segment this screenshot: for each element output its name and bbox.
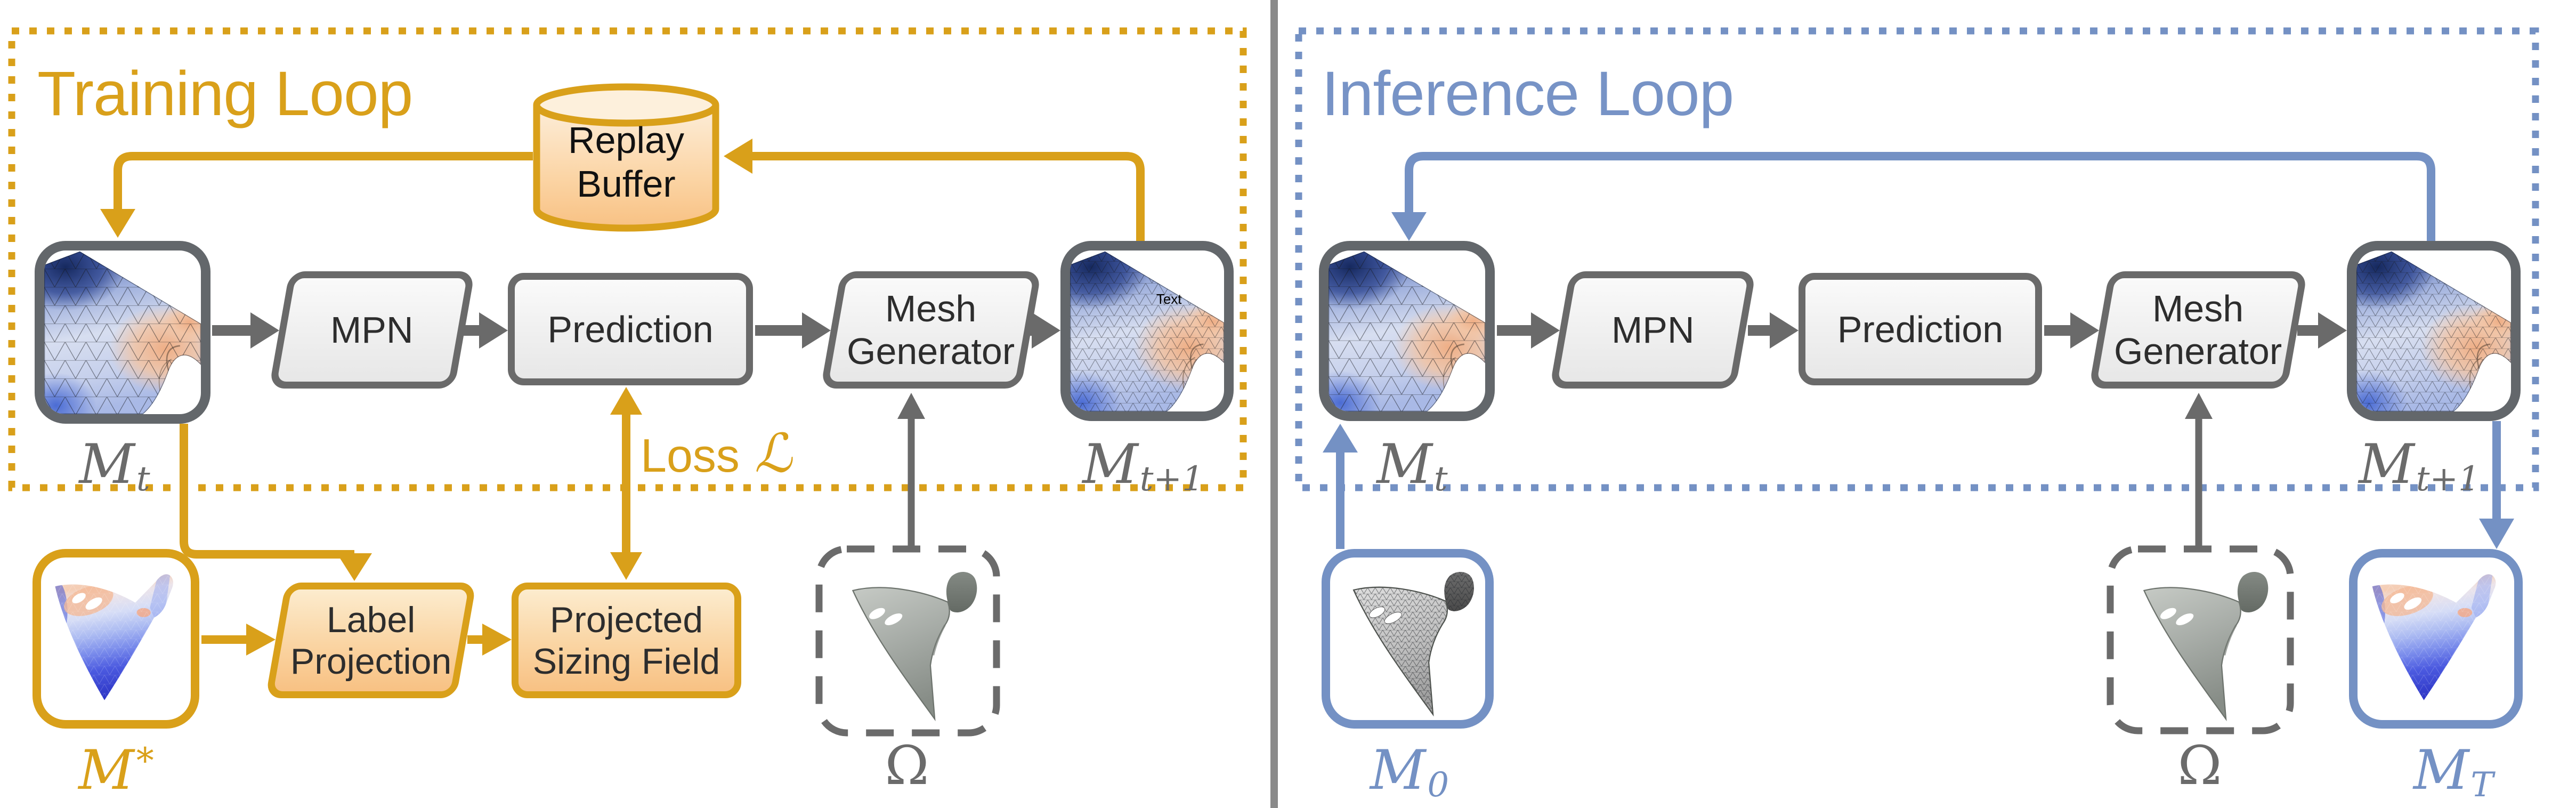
projected-sizing-field-line1: Projected [549, 599, 703, 640]
mesh-current-sub-inference: t [1433, 459, 1448, 499]
label-projection-label: Label Projection [290, 599, 451, 682]
mesh-generator-box-training: Mesh Generator [820, 271, 1042, 389]
mesh-generator-box-inference: Mesh Generator [2088, 271, 2308, 389]
label-domain-inference: Ω [2177, 734, 2222, 797]
replay-buffer-label: Replay Buffer [536, 118, 717, 206]
label-mesh-next-training: Mt+1 [1047, 433, 1239, 499]
inference-loop-title: Inference Loop [1322, 59, 1734, 129]
gray-arrows [212, 312, 2347, 349]
prediction-box-training: Prediction [508, 273, 753, 385]
prediction-box-inference: Prediction [1799, 273, 2042, 385]
expert-mesh-base: M [78, 739, 134, 802]
mesh-next-base-training: M [1082, 433, 1138, 496]
mesh-generator-line2-inference: Generator [2114, 330, 2282, 372]
loss-label: Loss ℒ [641, 422, 802, 484]
arrow-mesh-next-to-replay [752, 152, 1145, 241]
mesh-image-next-training: Text [1060, 241, 1234, 421]
label-mesh-current-inference: Mt [1316, 433, 1508, 499]
final-mesh-sub: T [2470, 765, 2494, 805]
mesh-surface-coarse [1328, 251, 1485, 411]
domain-arrows [908, 419, 2202, 549]
initial-mesh-base: M [1370, 739, 1426, 802]
mesh-generator-label-training: Mesh Generator [847, 287, 1015, 373]
domain-bracket-solid [829, 557, 989, 725]
mesh-surface-fine [2356, 251, 2511, 411]
mesh-generator-label-inference: Mesh Generator [2114, 287, 2282, 373]
inference-loop-dashed-border [1295, 27, 2539, 491]
mesh-current-base-training: M [79, 433, 135, 496]
label-projection-line2: Projection [290, 641, 452, 682]
mesh-generator-line1-inference: Mesh [2152, 288, 2244, 329]
replay-buffer-line1: Replay [568, 119, 684, 161]
mesh-next-sub-training: t+1 [1139, 459, 1204, 499]
initial-mesh-sub: 0 [1427, 765, 1449, 805]
mesh-surface-fine [1070, 251, 1224, 411]
mesh-image-current-inference [1319, 241, 1495, 421]
label-projection-line1: Label [326, 599, 416, 640]
mesh-image-final [2349, 549, 2523, 729]
final-mesh-base: M [2413, 739, 2469, 802]
mesh-generator-line2-training: Generator [847, 330, 1015, 372]
mesh-solution-smooth [41, 557, 191, 720]
prediction-label-inference: Prediction [1837, 308, 2004, 350]
mesh-generator-line1-training: Mesh [885, 288, 977, 329]
mesh-current-base-inference: M [1376, 433, 1432, 496]
mesh-next-sub-inference: t+1 [2416, 459, 2480, 499]
training-loop-title: Training Loop [37, 59, 413, 129]
loss-word: Loss [641, 429, 740, 482]
replay-buffer-line2: Buffer [577, 163, 676, 205]
mesh-solution-smooth [2358, 557, 2514, 720]
label-final-mesh: MT [2358, 739, 2549, 805]
mesh-current-sub-training: t [136, 459, 150, 499]
mesh-image-initial [1322, 549, 1494, 729]
mpn-box-training: MPN [269, 271, 475, 389]
blue-connectors [1336, 152, 2501, 549]
projected-sizing-field-label: Projected Sizing Field [533, 599, 720, 682]
mesh-surface-coarse [44, 251, 201, 414]
arrow-mesh-current-to-label-projection [180, 424, 359, 559]
arrow-replay-to-mesh-current [114, 152, 533, 209]
domain-image-inference [2120, 557, 2280, 725]
gold-connectors [114, 152, 1145, 644]
mesh-next-artifact-text: Text [1156, 290, 1182, 307]
mesh-image-expert [33, 549, 199, 729]
label-mesh-next-inference: Mt+1 [2323, 433, 2515, 499]
blue-arrowheads [1323, 212, 2514, 549]
domain-arrowheads [897, 393, 2213, 419]
prediction-label-training: Prediction [547, 308, 714, 350]
label-initial-mesh: M0 [1314, 739, 1505, 805]
mpn-label-inference: MPN [1611, 309, 1695, 351]
expert-mesh-sup: * [136, 740, 154, 782]
loss-symbol: ℒ [752, 422, 802, 484]
projected-sizing-field-line2: Sizing Field [532, 641, 720, 682]
label-expert-mesh: M* [20, 739, 212, 802]
section-divider [1270, 0, 1278, 808]
arrow-feedback-inference [1405, 152, 2435, 241]
mpn-label-training: MPN [330, 309, 414, 351]
mesh-image-next-inference [2347, 241, 2521, 421]
replay-buffer-cylinder [533, 83, 719, 232]
mpn-box-inference: MPN [1549, 271, 1756, 389]
domain-bracket-solid [2120, 557, 2280, 725]
label-projection-box: Label Projection [265, 583, 477, 698]
mesh-next-base-inference: M [2359, 433, 2415, 496]
mesh-bracket-wireframe [1330, 557, 1485, 720]
projected-sizing-field-box: Projected Sizing Field [512, 583, 741, 698]
mesh-image-current-training [35, 241, 210, 424]
label-mesh-current-training: Mt [19, 433, 210, 499]
gold-arrowheads [100, 139, 752, 656]
label-domain-training: Ω [885, 734, 929, 797]
domain-image-training [829, 557, 989, 725]
